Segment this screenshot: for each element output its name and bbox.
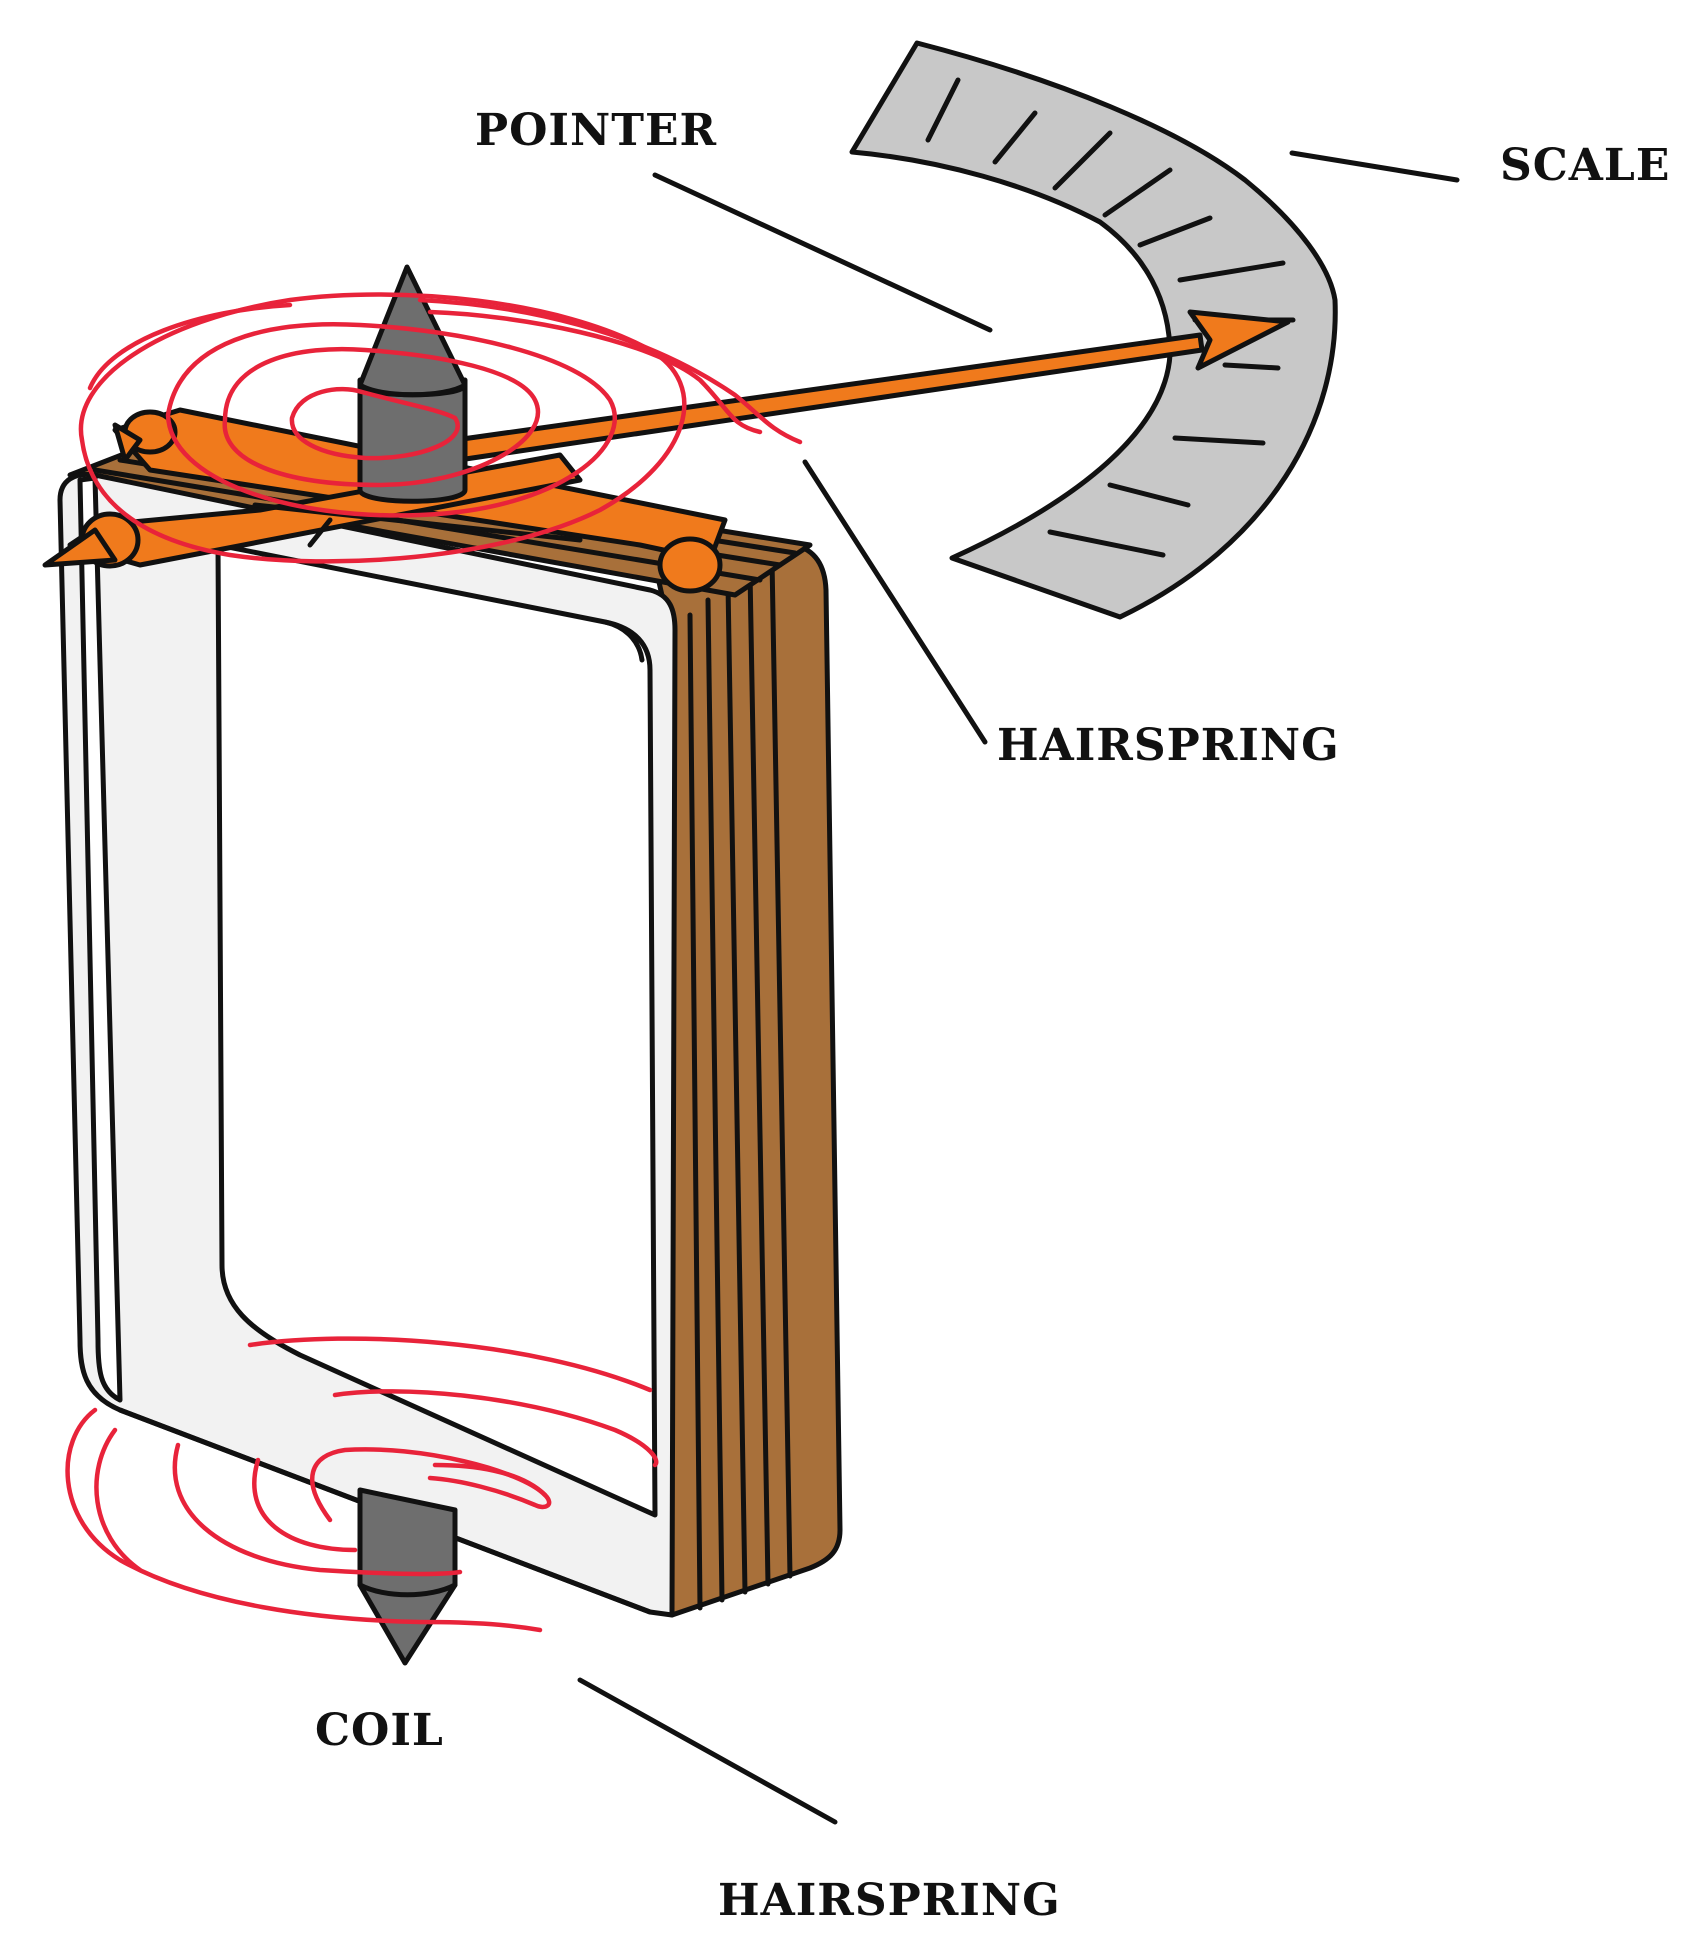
- coil-frame-edge: [77, 475, 123, 1403]
- leader-lines: [577, 150, 1460, 1825]
- pointer-tip: [1187, 309, 1291, 371]
- scale-arc: [849, 40, 1338, 620]
- scale-leader: [1289, 150, 1460, 183]
- scale-body: [849, 40, 1338, 620]
- field-lines-bottom: [65, 1336, 659, 1633]
- label-coil: COIL: [315, 1705, 444, 1756]
- hairspring-roll-right: [657, 536, 723, 594]
- hairspring-bottom-leader: [577, 1677, 838, 1825]
- label-scale: SCALE: [1500, 140, 1670, 191]
- hairspring-top-leader: [802, 459, 988, 745]
- coil-frame: [57, 437, 843, 1618]
- label-pointer: POINTER: [475, 105, 717, 156]
- bottom-pivot-tip: [357, 1582, 458, 1666]
- field-lines-top: [78, 292, 803, 564]
- bottom-pivot: [357, 1487, 458, 1666]
- pointer-leader: [652, 172, 993, 333]
- label-hairspring-top: HAIRSPRING: [997, 720, 1340, 771]
- bottom-pivot-body: [357, 1487, 458, 1599]
- label-hairspring-bottom: HAIRSPRING: [718, 1875, 1061, 1926]
